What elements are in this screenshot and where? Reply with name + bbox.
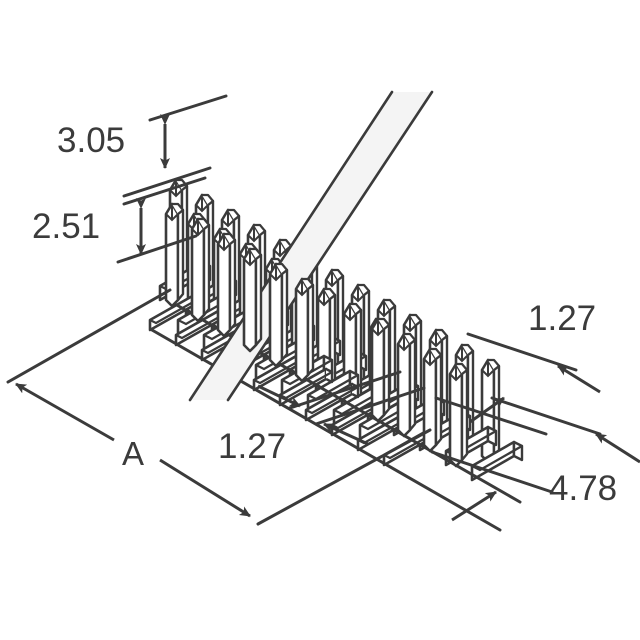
dimension-1-27-col: 1.27 (466, 299, 640, 464)
ref-line-1-27-row-b (314, 386, 426, 426)
ref-line-1-27-col-b (490, 396, 602, 436)
dimension-4-78: 4.78 (430, 396, 617, 522)
ref-line-4-78-lower (430, 450, 554, 494)
dimension-label-3-05: 3.05 (57, 121, 125, 160)
leader-3-05-upper (148, 94, 228, 122)
leader-2-51-lower (116, 234, 198, 264)
dimension-2-51: 2.51 (32, 176, 207, 264)
arrow-1-27-row-left (257, 384, 301, 408)
dimension-label-2-51: 2.51 (32, 207, 100, 246)
dimension-3-05: 3.05 (57, 94, 228, 198)
connector-body (148, 90, 524, 532)
leader-3-05-lower (122, 166, 212, 198)
leader-a-right (256, 428, 432, 526)
dimension-label-4-78: 4.78 (549, 469, 617, 508)
arrow-a-left (15, 382, 115, 442)
arrow-4-78-lower (451, 490, 497, 522)
arrow-1-27-col-lower (595, 432, 640, 464)
dimension-label-1-27-row: 1.27 (218, 427, 286, 466)
arrow-1-27-col-upper (557, 364, 601, 394)
dimension-1-27-row: 1.27 (218, 370, 426, 466)
ref-line-1-27-row-a (288, 370, 402, 410)
dimension-label-a: A (122, 435, 144, 472)
dimension-a: A (6, 288, 432, 526)
arrow-4-78-upper (469, 396, 505, 424)
arrow-a-right (159, 458, 251, 518)
ref-line-4-78-upper (434, 396, 548, 436)
dimension-label-1-27-col: 1.27 (528, 299, 596, 338)
leader-a-left (6, 288, 172, 384)
arrow-1-27-row-right (323, 422, 369, 446)
ref-line-1-27-col-a (466, 332, 578, 372)
